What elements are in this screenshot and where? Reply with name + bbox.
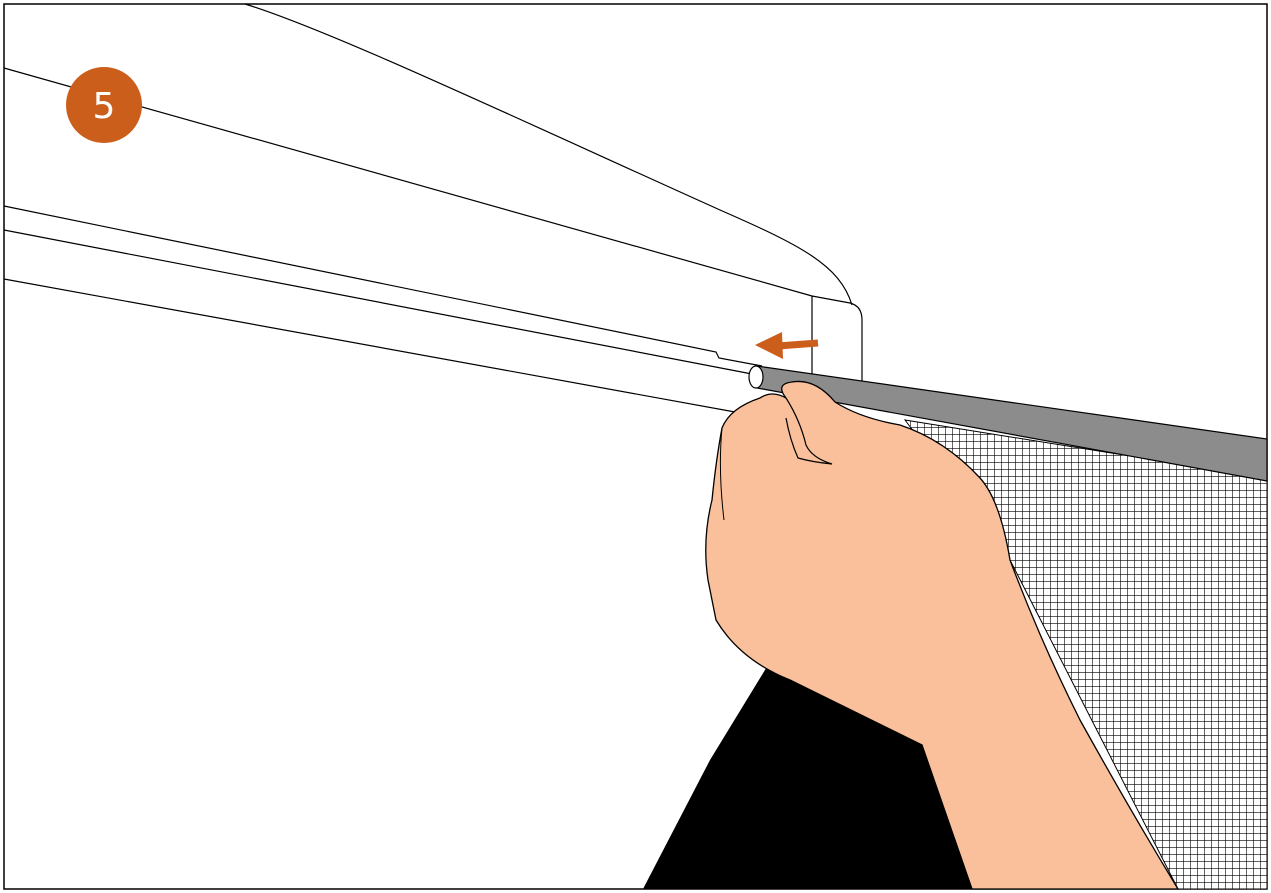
shadow-area [643, 665, 972, 889]
rail-line-upper [3, 205, 763, 367]
hand [705, 380, 1180, 890]
housing-top-curve [244, 3, 853, 306]
step-badge-circle [66, 67, 142, 143]
step-badge: 5 [66, 67, 142, 143]
rail-line-lower [3, 278, 736, 413]
pull-rod [748, 365, 1268, 482]
housing-tab [811, 295, 863, 382]
finger-crease [719, 427, 725, 521]
step-number: 5 [93, 86, 116, 127]
arrow-left-icon [755, 332, 819, 359]
thumb-crease [785, 397, 833, 465]
rail-line-middle [3, 229, 753, 375]
rod-end-cap [748, 365, 764, 389]
hand-shape [705, 380, 1180, 890]
